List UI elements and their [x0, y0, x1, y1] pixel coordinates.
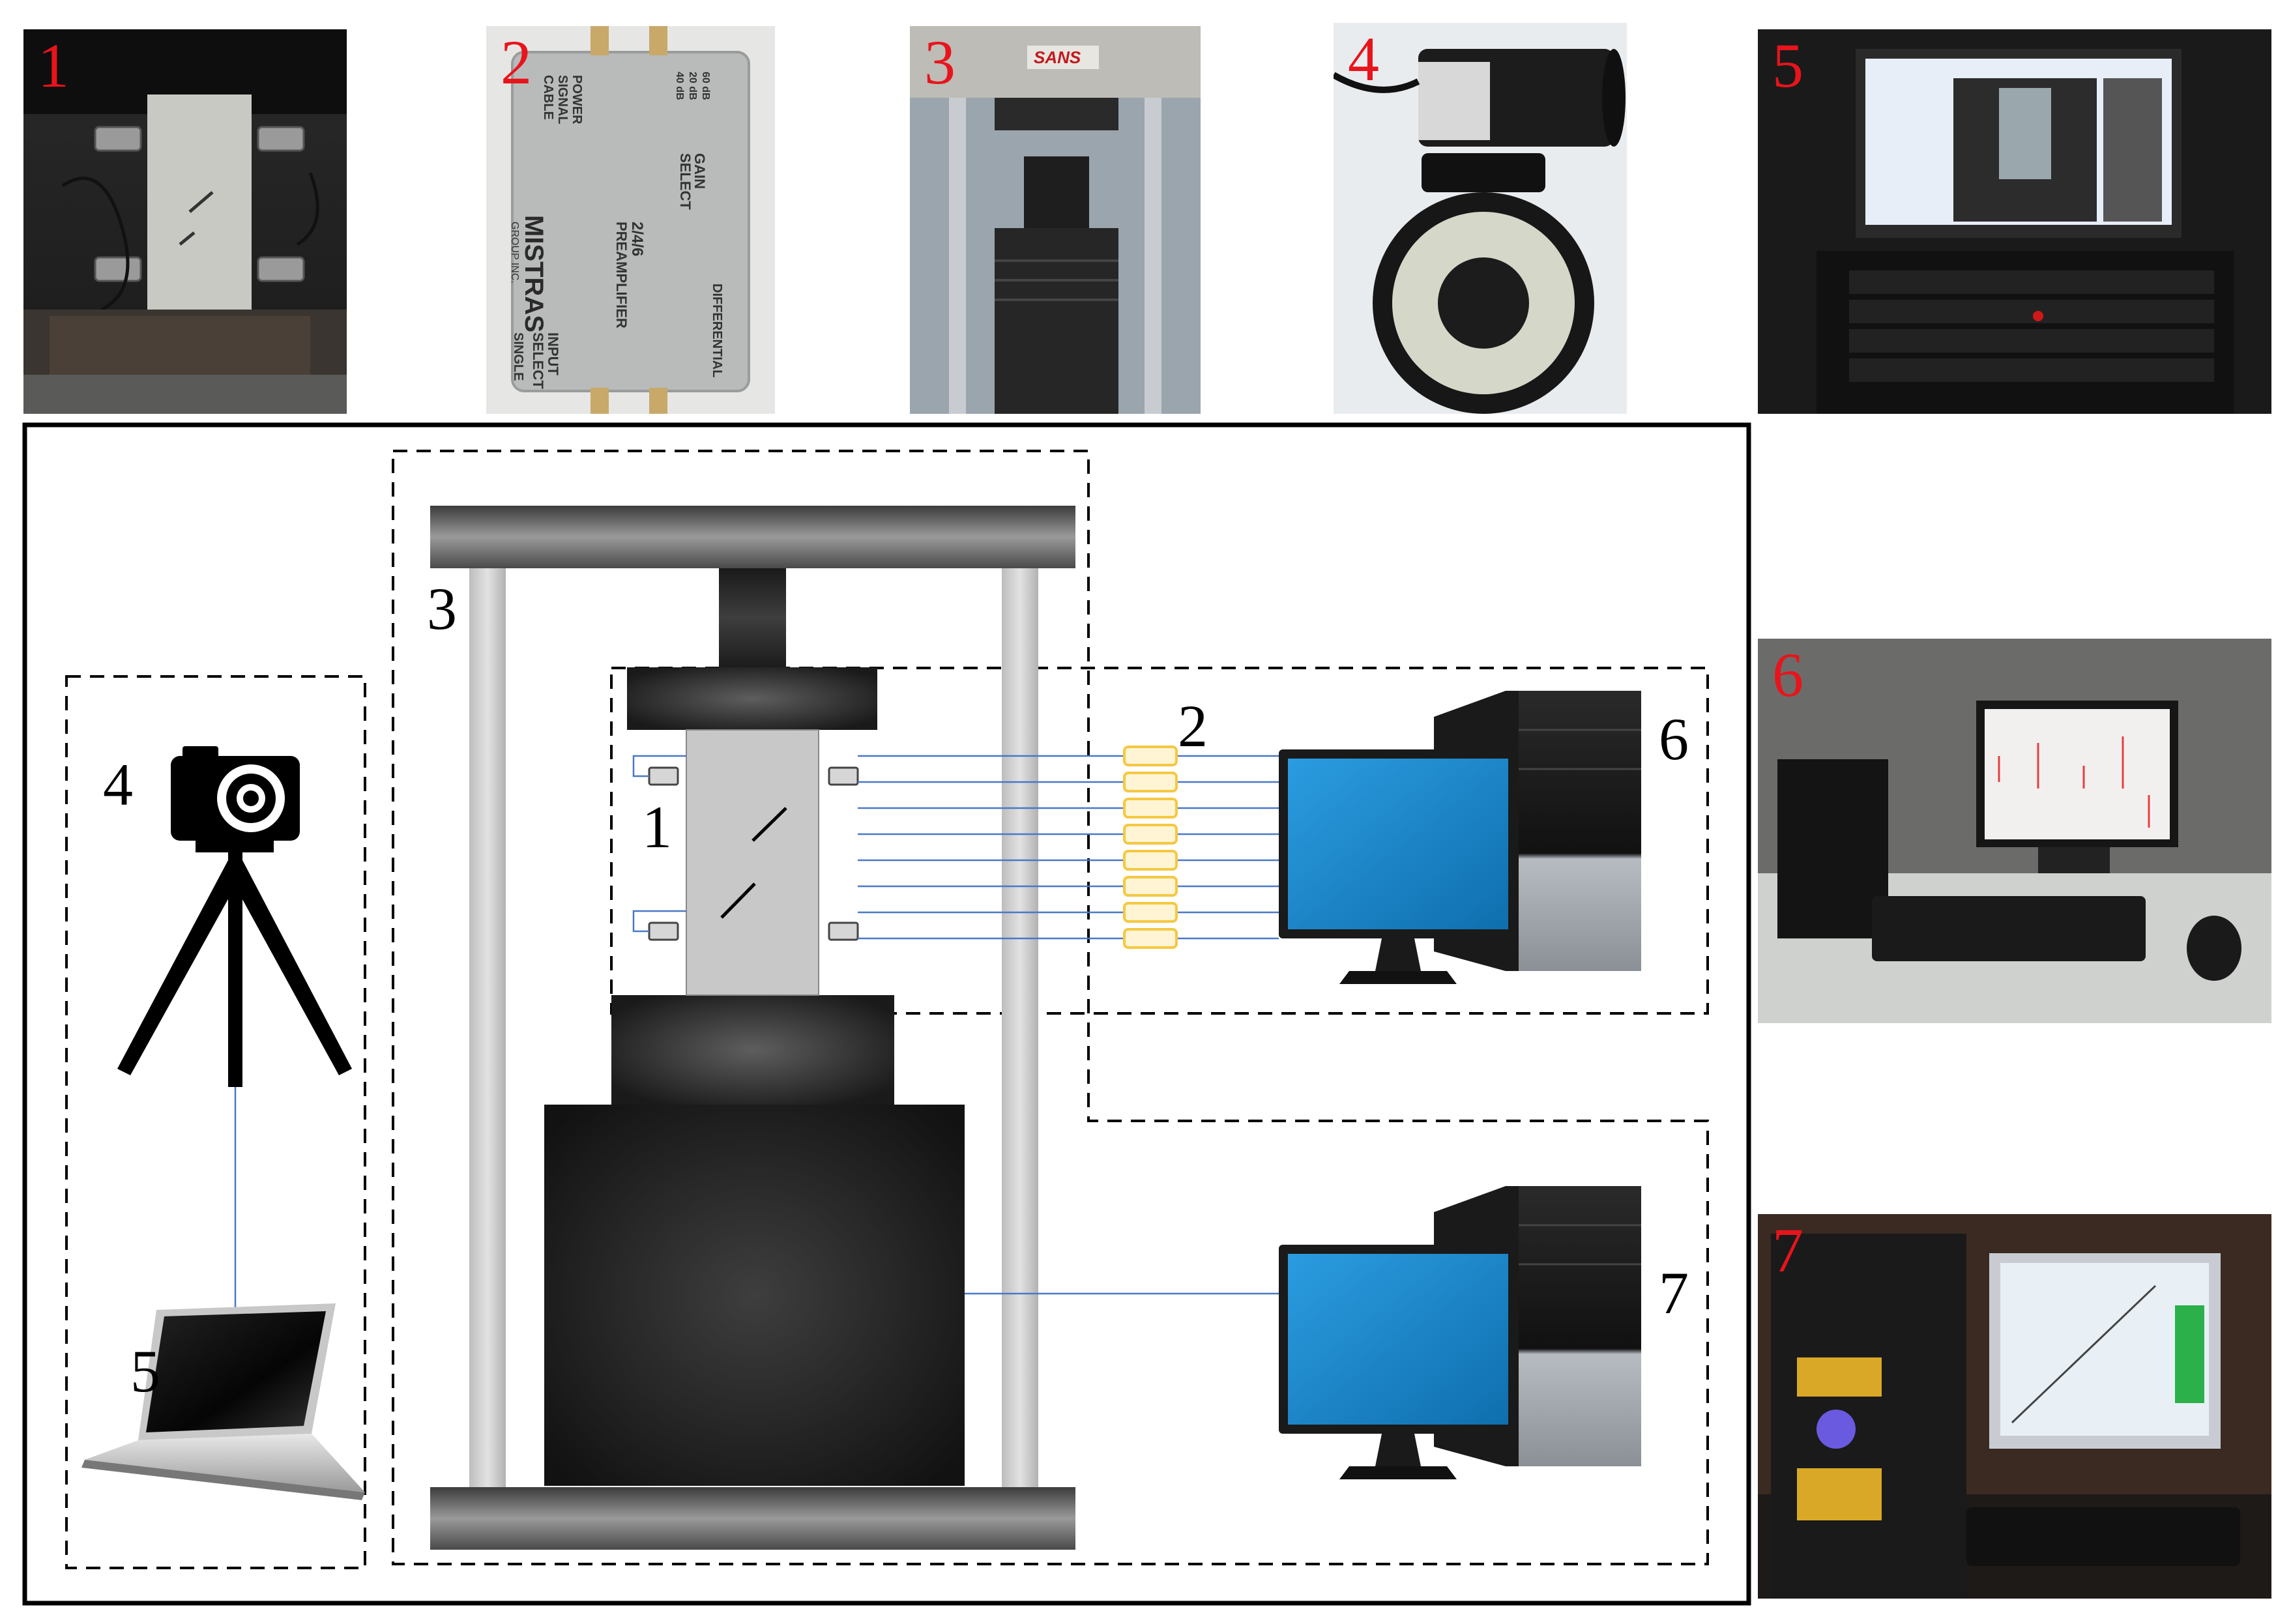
schematic-outer-frame: [22, 422, 1751, 1606]
preamplifier-unit: [1123, 902, 1178, 923]
specimen-flaw-lower: [720, 882, 756, 919]
label-laptop: 5: [130, 1338, 160, 1404]
photo-number-3: 3: [924, 27, 956, 97]
dic-system-box: [65, 675, 366, 1569]
laptop-icon: [81, 1303, 365, 1500]
frame-right-column: [1002, 568, 1038, 1487]
label-loading-frame: 3: [427, 575, 457, 642]
photo-preamplifier: 2 MISTRAS GROUP INC. 2/4/6 PREAMPLIFIER …: [486, 26, 775, 414]
ae-sensor-lead: [632, 755, 686, 777]
preamplifier-unit: [1123, 746, 1178, 766]
photo-number-7: 7: [1772, 1215, 1803, 1285]
frame-bottom-beam: [430, 1487, 1075, 1550]
photo-number-4: 4: [1348, 24, 1379, 94]
loading-system-box: [392, 450, 1709, 1565]
ae-sensor: [648, 766, 679, 786]
photo-number-2: 2: [501, 27, 532, 97]
label-specimen: 1: [642, 794, 672, 860]
preamplifier-unit: [1123, 772, 1178, 792]
frame-left-column: [469, 568, 506, 1487]
ae-sensor: [828, 766, 859, 786]
preamplifier-unit: [1123, 928, 1178, 949]
photo-number-6: 6: [1772, 640, 1803, 710]
preamplifier-stack: [1123, 746, 1178, 949]
photo-control-computer: 7: [1758, 1214, 2271, 1599]
photo-number-5: 5: [1772, 31, 1803, 100]
camera-tripod-icon: [117, 746, 352, 1087]
label-preamplifiers: 2: [1178, 693, 1208, 759]
lower-loading-plate: [611, 995, 894, 1105]
ae-system-box: [610, 667, 1709, 1015]
ae-computer-icon: [1279, 691, 1641, 984]
photo-number-1: 1: [38, 31, 69, 100]
label-camera: 4: [103, 751, 133, 818]
ae-sensor: [648, 921, 679, 941]
photo-camera-ring-light: 4: [1334, 23, 1627, 414]
photo-laptop-dic: 5: [1758, 29, 2271, 414]
frame-base-cylinder: [544, 1105, 965, 1486]
rock-specimen: [686, 729, 819, 996]
photo-loading-machine: 3 SANS: [910, 26, 1201, 414]
preamplifier-unit: [1123, 876, 1178, 897]
photo-ae-computer: 6: [1758, 639, 2271, 1023]
upper-loading-plate: [627, 667, 877, 730]
preamplifier-unit: [1123, 850, 1178, 871]
specimen-flaw-upper: [752, 807, 787, 842]
machine-logo: SANS: [1034, 48, 1081, 67]
frame-upper-ram: [719, 568, 786, 667]
ae-sensor-lead: [632, 910, 686, 933]
frame-top-beam: [430, 506, 1075, 568]
label-ae-computer: 6: [1659, 706, 1689, 772]
photo-specimen: 1: [23, 29, 347, 414]
preamplifier-unit: [1123, 824, 1178, 845]
ae-signal-wires: [632, 755, 1279, 940]
ae-sensors: [648, 766, 859, 941]
control-computer-icon: [1279, 1186, 1641, 1479]
preamplifier-unit: [1123, 798, 1178, 819]
ae-sensor: [828, 921, 859, 941]
label-control-computer: 7: [1659, 1260, 1689, 1326]
